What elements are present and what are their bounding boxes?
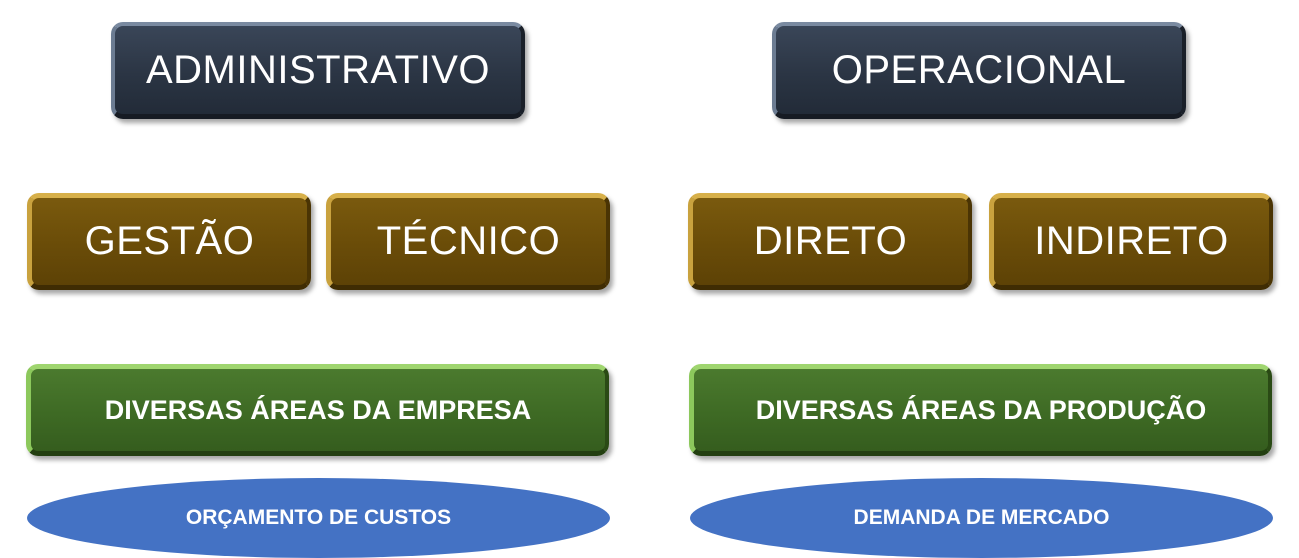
demanda-mercado-ellipse: DEMANDA DE MERCADO: [690, 478, 1273, 558]
gestao-box: GESTÃO: [27, 193, 311, 290]
tecnico-label: TÉCNICO: [376, 219, 561, 263]
empresa-areas-box: DIVERSAS ÁREAS DA EMPRESA: [26, 364, 609, 456]
administrativo-header: ADMINISTRATIVO: [111, 22, 525, 119]
orcamento-custos-label: ORÇAMENTO DE CUSTOS: [185, 506, 452, 529]
direto-label: DIRETO: [753, 219, 908, 263]
operacional-header-label: OPERACIONAL: [831, 47, 1127, 92]
gestao-label: GESTÃO: [84, 219, 255, 263]
indireto-label: INDIRETO: [1034, 219, 1229, 263]
tecnico-box: TÉCNICO: [326, 193, 610, 290]
administrativo-header-label: ADMINISTRATIVO: [145, 47, 491, 92]
operacional-header: OPERACIONAL: [772, 22, 1186, 119]
indireto-box: INDIRETO: [989, 193, 1273, 290]
demanda-mercado-label: DEMANDA DE MERCADO: [853, 506, 1110, 529]
producao-areas-box: DIVERSAS ÁREAS DA PRODUÇÃO: [689, 364, 1272, 456]
empresa-areas-label: DIVERSAS ÁREAS DA EMPRESA: [104, 394, 532, 425]
orcamento-custos-ellipse: ORÇAMENTO DE CUSTOS: [27, 478, 610, 558]
producao-areas-label: DIVERSAS ÁREAS DA PRODUÇÃO: [755, 394, 1207, 425]
direto-box: DIRETO: [688, 193, 972, 290]
